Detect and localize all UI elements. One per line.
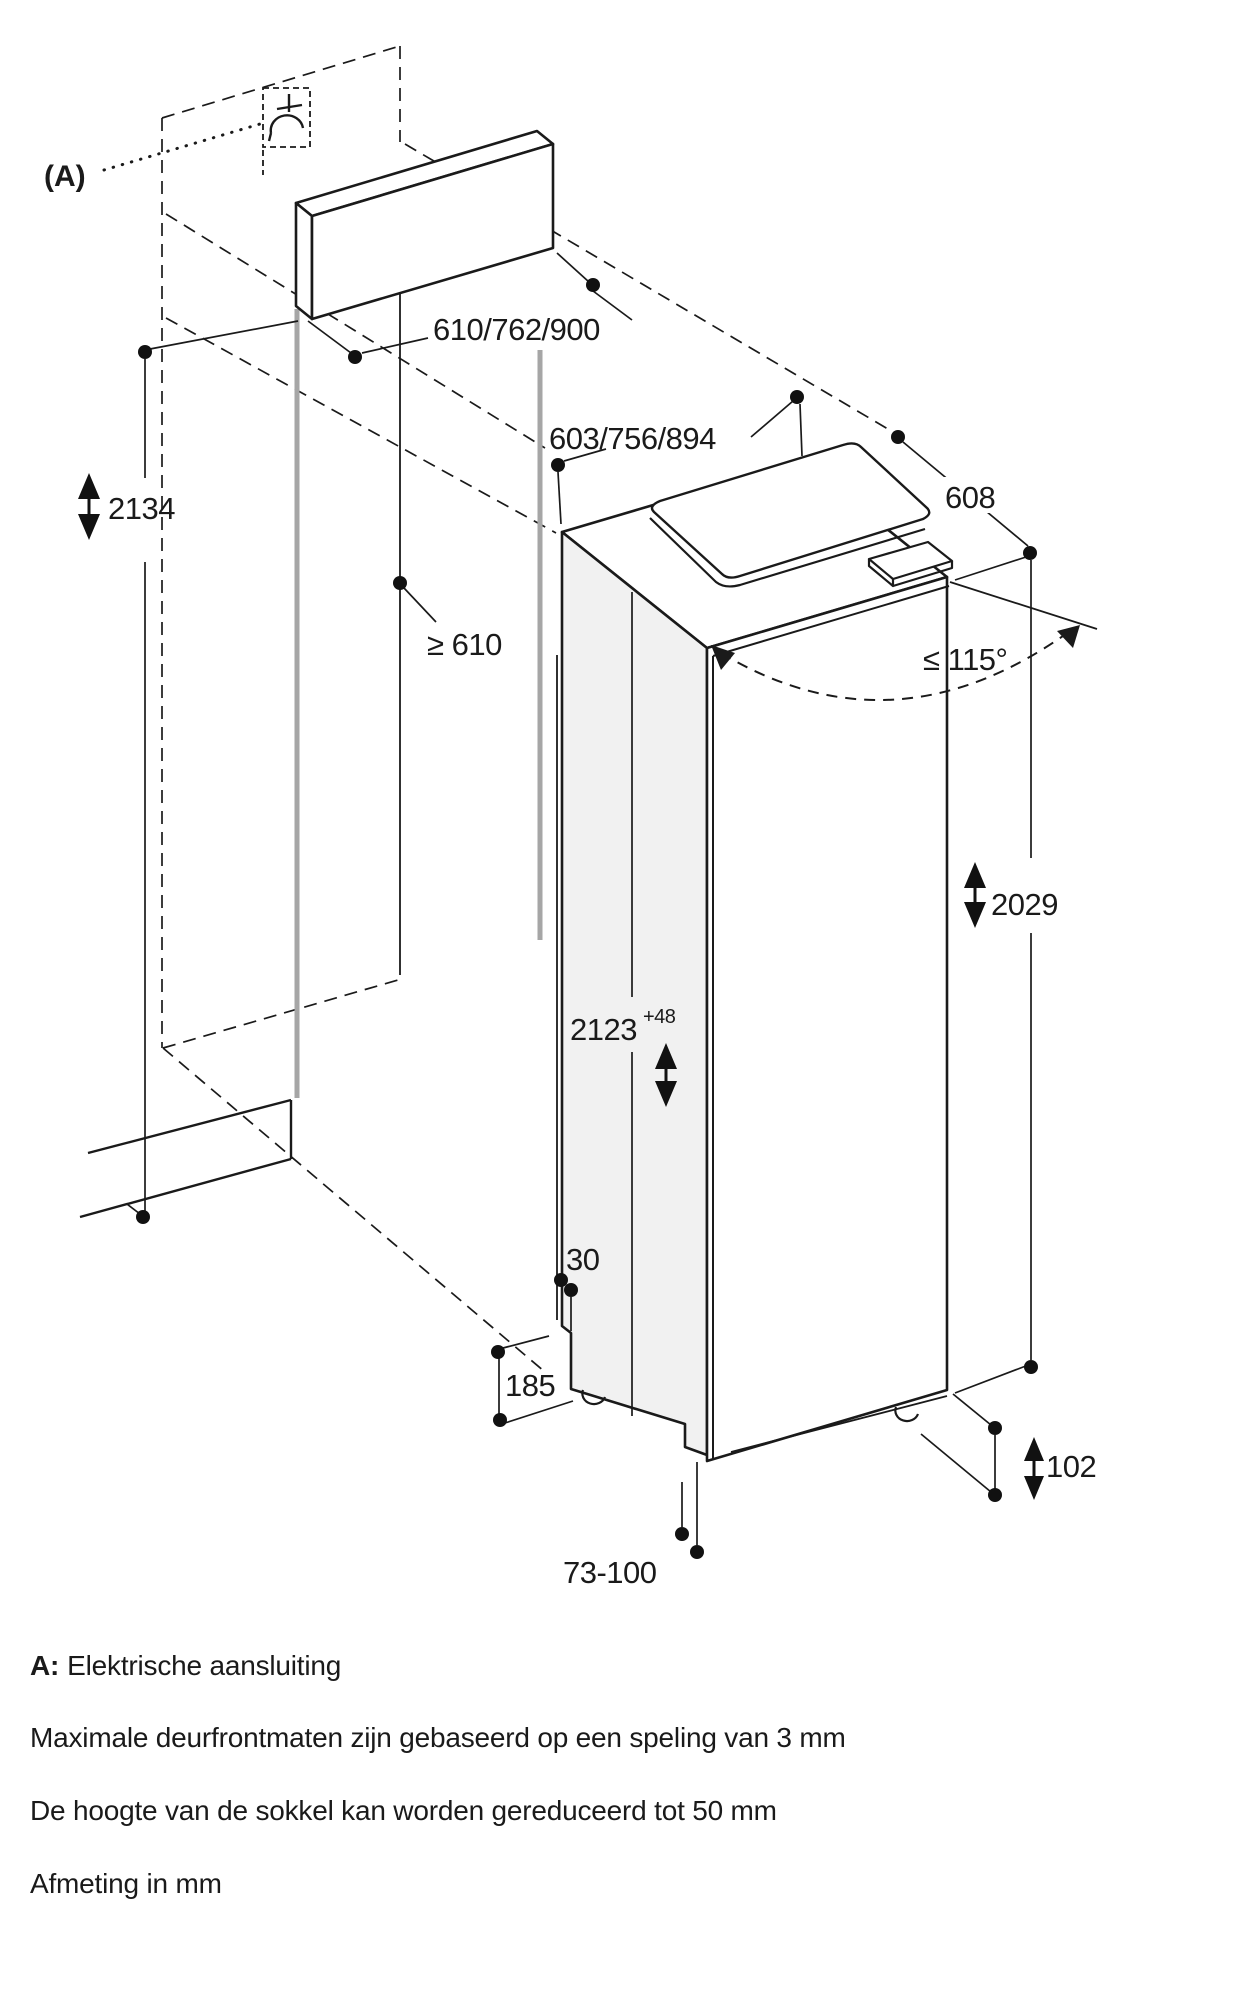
leader-line xyxy=(504,1400,574,1424)
diagram-canvas: (A) xyxy=(44,45,1098,1590)
top-panel-front-face xyxy=(310,142,555,321)
dim-niche-height-label: 2134 xyxy=(108,491,175,526)
dim-panel-width-label: 610/762/900 xyxy=(433,312,600,347)
dim-door-angle-label: ≤ 115° xyxy=(923,642,1007,677)
ref-dot xyxy=(1023,546,1037,560)
hinge-block xyxy=(867,540,954,588)
door-top-edge xyxy=(712,585,950,657)
dim-door-height-label: 2029 xyxy=(991,887,1058,922)
leader-line xyxy=(361,337,429,354)
double-arrow xyxy=(78,473,100,540)
dim-plinth-range-label: 73-100 xyxy=(563,1555,657,1590)
dashed-niche-line xyxy=(165,317,557,534)
ref-dot xyxy=(690,1545,704,1559)
ref-dot xyxy=(348,350,362,364)
ref-dot xyxy=(554,1273,568,1287)
dashed-niche-line xyxy=(162,1047,546,1373)
dim-plinth-recess-label: 185 xyxy=(505,1368,555,1403)
appliance-front-face xyxy=(705,575,949,1463)
leader-line xyxy=(952,1393,992,1426)
floor-line xyxy=(87,1098,292,1155)
dim-appliance-depth-label: 608 xyxy=(945,480,995,515)
leader-line xyxy=(920,1433,992,1493)
leader-line xyxy=(954,1363,1032,1394)
ref-dot xyxy=(551,458,565,472)
dashed-niche-line xyxy=(162,979,399,1049)
dashed-niche-line xyxy=(165,213,546,449)
ref-dot xyxy=(790,390,804,404)
power-socket-icon xyxy=(267,94,305,142)
note-units: Afmeting in mm xyxy=(30,1868,222,1899)
door-swing xyxy=(711,581,1098,702)
appliance-foot xyxy=(581,1389,607,1406)
leader-line xyxy=(307,320,352,354)
note-electrical: A:Elektrische aansluiting xyxy=(30,1650,341,1682)
leader-line xyxy=(149,320,299,350)
door-swing-ray xyxy=(949,581,1098,630)
cabinet-edge-lines xyxy=(294,309,543,1098)
marker-dotted-leader xyxy=(102,122,262,172)
socket-callout: (A) xyxy=(44,87,311,193)
top-panel xyxy=(294,129,555,321)
ref-dot xyxy=(138,345,152,359)
appliance xyxy=(560,442,954,1463)
ref-dot xyxy=(891,430,905,444)
leader-line xyxy=(588,287,633,321)
ref-dot xyxy=(493,1413,507,1427)
socket-dashed-box xyxy=(262,87,311,148)
double-arrows xyxy=(78,473,1044,1500)
ref-dot xyxy=(1024,1360,1038,1374)
top-cover-plate xyxy=(650,442,931,579)
top-panel-left-face xyxy=(294,201,314,321)
ref-dot xyxy=(675,1527,689,1541)
top-cover-plate-thickness xyxy=(649,517,926,588)
appliance-left-face xyxy=(560,530,709,1457)
note-door-fronts: Maximale deurfrontmaten zijn gebaseerd o… xyxy=(30,1722,846,1753)
leader-line xyxy=(502,1335,550,1349)
ref-dot xyxy=(988,1421,1002,1435)
ref-dot xyxy=(491,1345,505,1359)
leader-line xyxy=(557,471,562,525)
leader-line xyxy=(750,400,794,438)
leader-line xyxy=(403,587,437,623)
dim-appliance-height-tolerance: +48 xyxy=(643,1006,676,1028)
dim-rear-gap-label: 30 xyxy=(566,1242,600,1277)
ref-dot xyxy=(988,1488,1002,1502)
body-bottom-edge xyxy=(730,1395,948,1453)
floor-line xyxy=(79,1157,292,1219)
dimension-leaders xyxy=(126,252,1032,1545)
double-arrow xyxy=(964,862,986,928)
label-backing xyxy=(941,477,1009,513)
double-arrow xyxy=(1024,1437,1044,1500)
leader-line xyxy=(799,403,803,457)
leader-line xyxy=(556,252,590,283)
arc-arrowhead xyxy=(711,645,735,670)
arc-arrowhead xyxy=(1057,625,1080,648)
ref-dot xyxy=(393,576,407,590)
dim-side-clearance-label: ≥ 610 xyxy=(427,627,502,662)
note-electrical-label: A: xyxy=(30,1650,60,1681)
note-electrical-text: Elektrische aansluiting xyxy=(67,1650,342,1681)
dim-appliance-width-label: 603/756/894 xyxy=(549,421,716,456)
reference-dots xyxy=(136,278,1038,1559)
leader-line xyxy=(563,448,607,462)
dimension-labels: 610/762/900 603/756/894 608 2134 ≥ 610 ≤… xyxy=(108,312,1097,1590)
floor-lines xyxy=(79,1098,293,1219)
leader-line xyxy=(954,556,1027,581)
ref-dot xyxy=(136,1210,150,1224)
appliance-foot xyxy=(894,1406,920,1423)
ref-dot xyxy=(586,278,600,292)
ref-dot xyxy=(564,1283,578,1297)
double-arrow xyxy=(655,1043,677,1107)
note-plinth: De hoogte van de sokkel kan worden gered… xyxy=(30,1795,777,1826)
dim-base-height-label: 102 xyxy=(1046,1449,1096,1484)
marker-a-label: (A) xyxy=(44,160,86,193)
dim-appliance-height-label: 2123 xyxy=(570,1012,637,1047)
